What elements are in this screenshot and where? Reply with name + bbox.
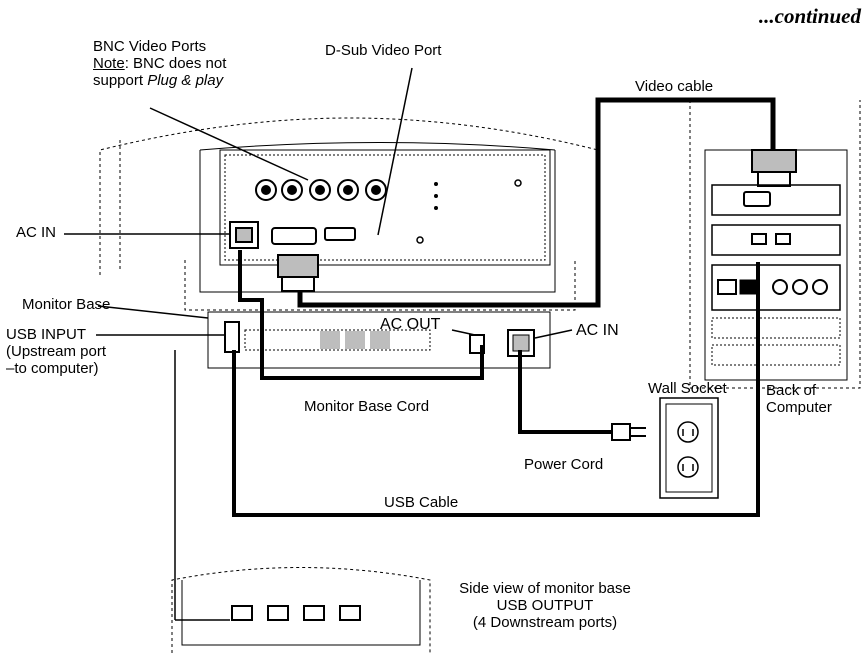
bnc-note-line2-a: support xyxy=(93,72,148,89)
power-cord xyxy=(518,350,612,434)
wall-socket-label: Wall Socket xyxy=(648,380,727,397)
side-view-l2: USB OUTPUT xyxy=(496,597,594,614)
leader-lines xyxy=(64,67,573,621)
bnc-title: BNC Video Ports xyxy=(93,38,207,55)
monitor-rear xyxy=(99,117,599,311)
ac-in-right-label: AC IN xyxy=(576,322,619,339)
video-cable xyxy=(297,97,776,308)
power-cord-label: Power Cord xyxy=(524,456,604,473)
monitor-base xyxy=(207,311,551,369)
power-plug xyxy=(611,423,646,441)
bnc-note-prefix: Note xyxy=(93,55,125,72)
video-plug-computer xyxy=(751,149,797,187)
usb-input-l2: (Upstream port xyxy=(6,343,107,360)
monitor-dsub-port xyxy=(271,227,356,245)
side-view-l1: Side view of monitor base xyxy=(459,580,631,597)
usb-input-label: USB INPUT (Upstream port –to computer) xyxy=(6,326,106,377)
monitor-indicators xyxy=(416,179,522,244)
video-cable-label: Video cable xyxy=(635,78,714,95)
dsub-label: D-Sub Video Port xyxy=(325,42,442,59)
side-view-label: Side view of monitor base USB OUTPUT (4 … xyxy=(440,580,650,631)
bnc-note-line2-b: Plug & play xyxy=(147,72,224,89)
monitor-base-cord-label: Monitor Base Cord xyxy=(304,398,430,415)
bnc-note-rest: : BNC does not xyxy=(124,55,227,72)
usb-input-l1: USB INPUT xyxy=(6,326,87,343)
back-of-computer-l2: Computer xyxy=(766,399,832,416)
monitor-base-side-view xyxy=(171,567,431,653)
monitor-ac-in-socket xyxy=(229,221,259,249)
bnc-ports-label: BNC Video Ports Note: BNC does not suppo… xyxy=(93,38,226,89)
bnc-ports xyxy=(255,179,387,201)
continued-label: ...continued xyxy=(758,4,861,28)
back-of-computer-label: Back of Computer xyxy=(766,382,832,416)
ac-in-left-label: AC IN xyxy=(16,224,57,241)
usb-input-l3: –to computer) xyxy=(6,360,99,377)
usb-cable-label: USB Cable xyxy=(384,494,459,511)
bnc-note-line2: support Plug & play xyxy=(93,72,226,89)
ac-out-label: AC OUT xyxy=(380,316,441,333)
back-of-computer-l1: Back of xyxy=(766,382,817,399)
monitor-base-label: Monitor Base xyxy=(22,296,111,313)
dsub-plug xyxy=(277,254,319,292)
bnc-note-line1: Note: BNC does not xyxy=(93,55,226,72)
side-view-l3: (4 Downstream ports) xyxy=(472,614,618,631)
monitor-base-cord xyxy=(238,250,484,380)
wall-socket xyxy=(659,397,719,499)
